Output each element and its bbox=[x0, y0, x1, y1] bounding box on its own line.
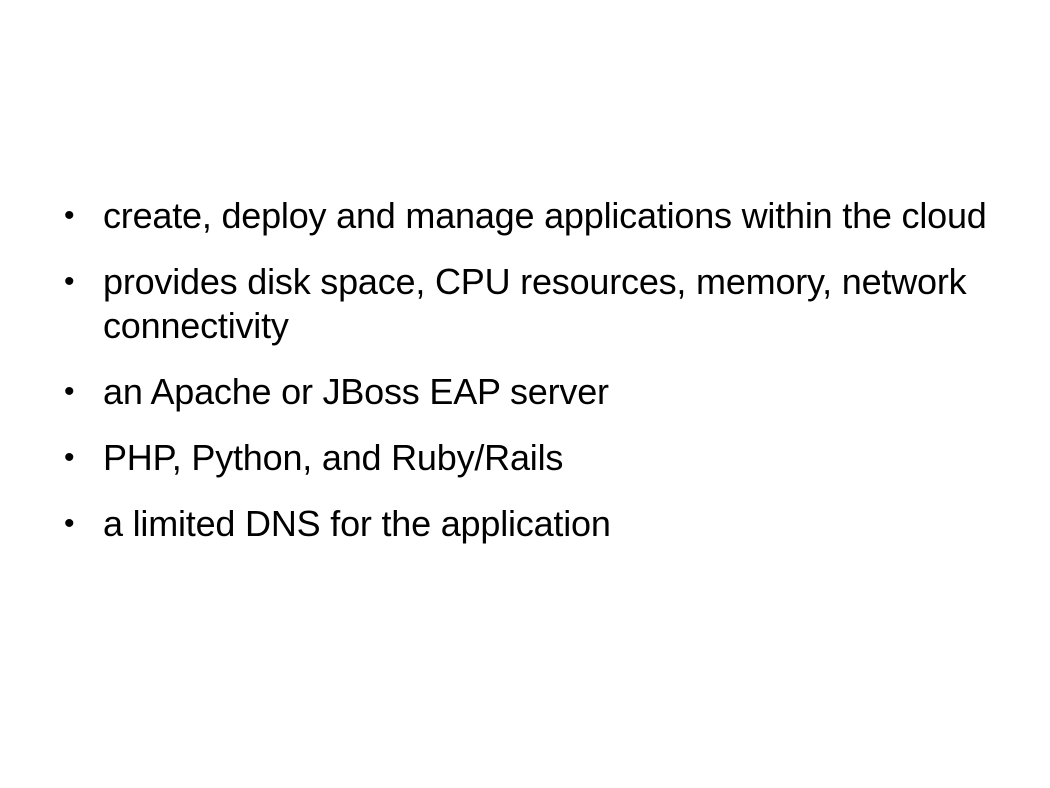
bullet-item: • a limited DNS for the application bbox=[64, 502, 1004, 546]
bullet-icon: • bbox=[64, 265, 75, 298]
bullet-list: • create, deploy and manage applications… bbox=[64, 194, 1004, 568]
bullet-item: • provides disk space, CPU resources, me… bbox=[64, 260, 1004, 348]
bullet-icon: • bbox=[64, 199, 75, 232]
bullet-text: an Apache or JBoss EAP server bbox=[103, 371, 609, 412]
bullet-icon: • bbox=[64, 375, 75, 408]
bullet-text: PHP, Python, and Ruby/Rails bbox=[103, 437, 564, 478]
bullet-icon: • bbox=[64, 441, 75, 474]
bullet-item: • an Apache or JBoss EAP server bbox=[64, 370, 1004, 414]
bullet-text: provides disk space, CPU resources, memo… bbox=[103, 261, 967, 346]
bullet-item: • create, deploy and manage applications… bbox=[64, 194, 1004, 238]
bullet-text: create, deploy and manage applications w… bbox=[103, 195, 987, 236]
bullet-icon: • bbox=[64, 507, 75, 540]
bullet-item: • PHP, Python, and Ruby/Rails bbox=[64, 436, 1004, 480]
bullet-text: a limited DNS for the application bbox=[103, 503, 611, 544]
